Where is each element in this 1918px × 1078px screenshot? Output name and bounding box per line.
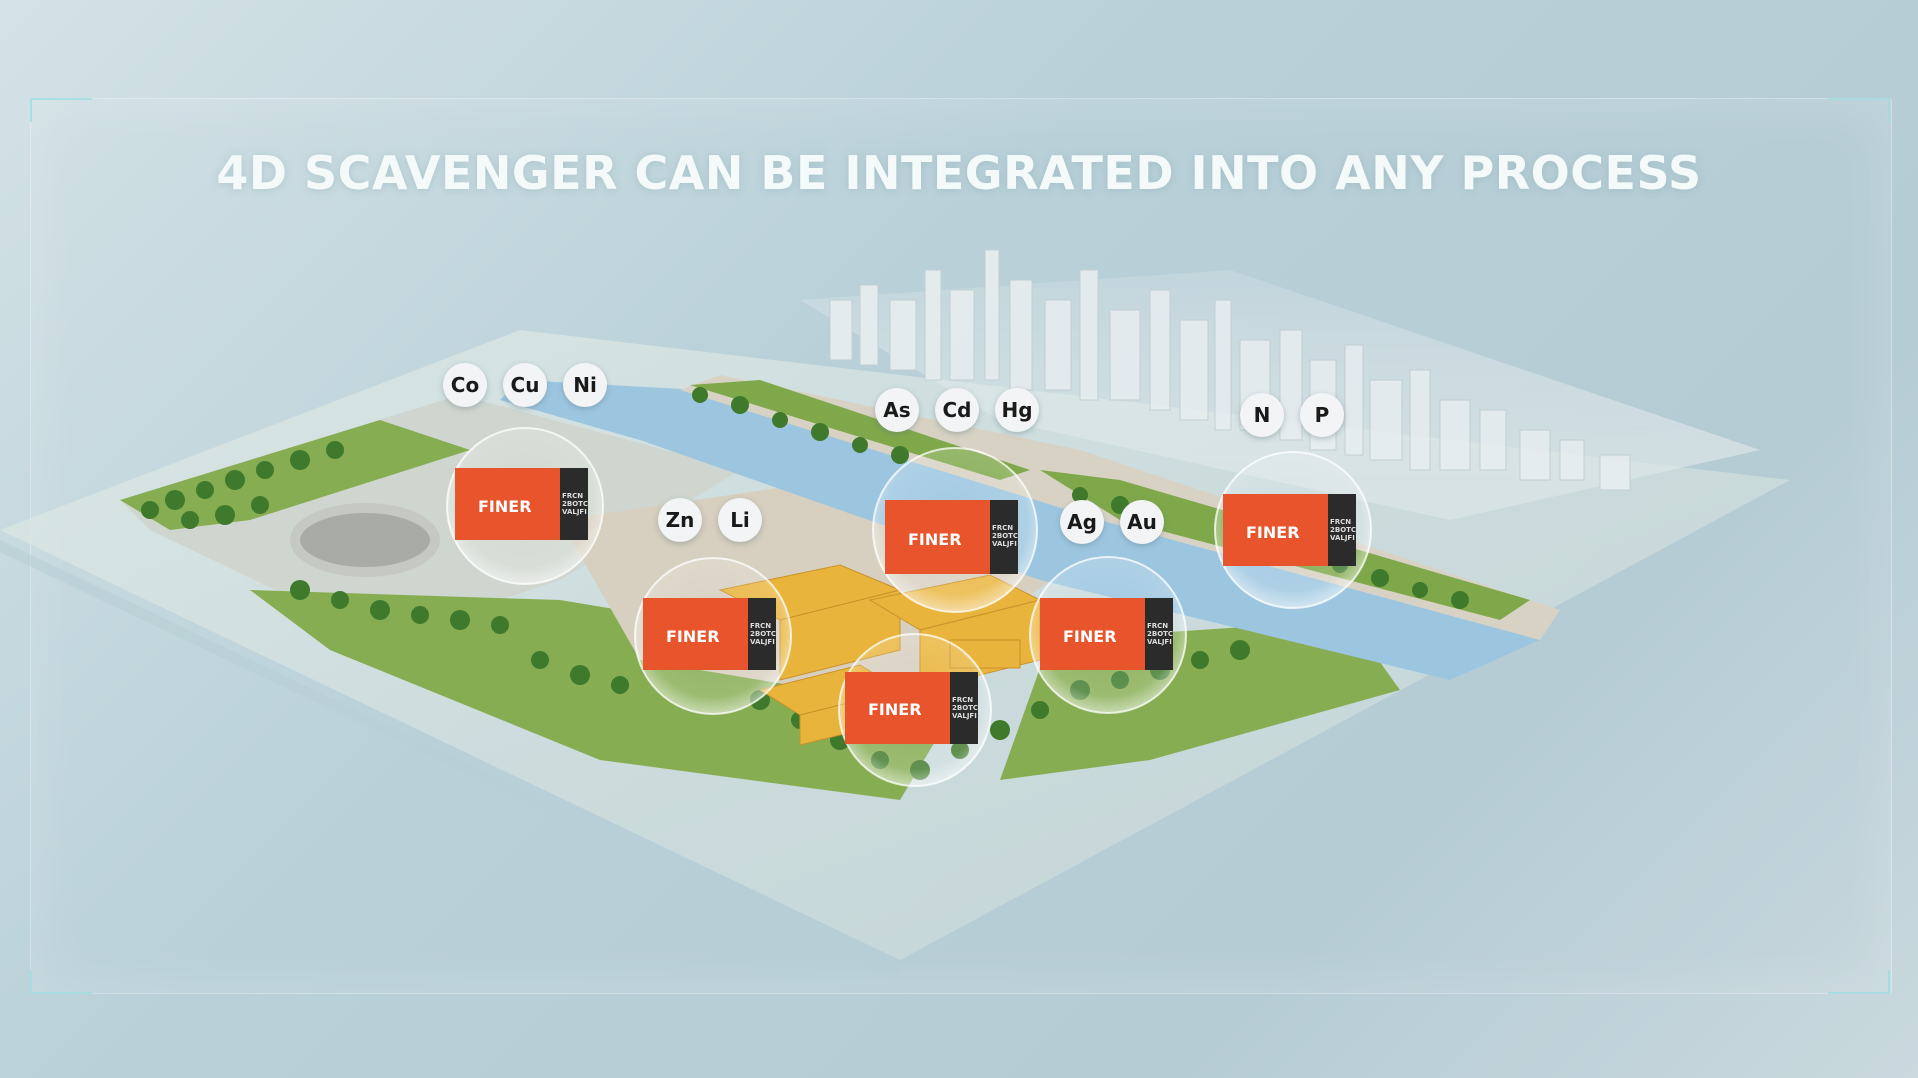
container-side-label: VALJFI	[1330, 534, 1355, 542]
element-chip-cu: Cu	[503, 363, 547, 407]
bubble-n-p	[1214, 451, 1372, 609]
container-side-label: 2BOTC	[562, 500, 588, 508]
container-side-label: VALJFI	[750, 638, 775, 646]
frame-corner-bottom-left	[30, 970, 92, 994]
container-side-label: VALJFI	[952, 712, 977, 720]
grass-west	[120, 420, 470, 530]
container-side-label: 2BOTC	[750, 630, 776, 638]
container-brand-label: FINER	[478, 497, 532, 516]
element-chip-li: Li	[718, 498, 762, 542]
element-chip-p: P	[1300, 393, 1344, 437]
container-side-label: 2BOTC	[1147, 630, 1173, 638]
container-side-label: 2BOTC	[992, 532, 1018, 540]
container-brand-label: FINER	[1246, 523, 1300, 542]
container-side-label: VALJFI	[992, 540, 1017, 548]
element-chip-cd: Cd	[935, 388, 979, 432]
element-chip-co: Co	[443, 363, 487, 407]
city-skyline	[800, 249, 1760, 520]
element-chip-zn: Zn	[658, 498, 702, 542]
bubble-co-cu-ni	[446, 427, 604, 585]
container-side-label: FRCN	[1147, 622, 1168, 630]
page-title: 4D SCAVENGER CAN BE INTEGRATED INTO ANY …	[216, 146, 1702, 200]
container-side-label: FRCN	[952, 696, 973, 704]
element-chip-au: Au	[1120, 500, 1164, 544]
container-side-label: FRCN	[992, 524, 1013, 532]
bubble-ag-au	[1029, 556, 1187, 714]
frame-corner-top-left	[30, 98, 92, 122]
element-chip-ag: Ag	[1060, 500, 1104, 544]
container-brand-label: FINER	[666, 627, 720, 646]
element-chip-ni: Ni	[563, 363, 607, 407]
bubble-center	[838, 633, 992, 787]
container-side-label: 2BOTC	[952, 704, 978, 712]
container-side-label: FRCN	[750, 622, 771, 630]
element-chip-hg: Hg	[995, 388, 1039, 432]
container-side-label: FRCN	[1330, 518, 1351, 526]
container-side-label: FRCN	[562, 492, 583, 500]
bubble-zn-li	[634, 557, 792, 715]
container-side-label: VALJFI	[1147, 638, 1172, 646]
bubble-as-cd-hg	[872, 447, 1038, 613]
container-side-label: VALJFI	[562, 508, 587, 516]
container-brand-label: FINER	[908, 530, 962, 549]
frame-corner-top-right	[1828, 98, 1890, 122]
container-bubbles	[446, 427, 1372, 787]
slide-frame	[30, 98, 1892, 994]
quarry-pit	[290, 503, 440, 577]
frame-corner-bottom-right	[1828, 970, 1890, 994]
element-chip-n: N	[1240, 393, 1284, 437]
container-brand-label: FINER	[1063, 627, 1117, 646]
container-brand-label: FINER	[868, 700, 922, 719]
element-chip-as: As	[875, 388, 919, 432]
container-side-label: 2BOTC	[1330, 526, 1356, 534]
